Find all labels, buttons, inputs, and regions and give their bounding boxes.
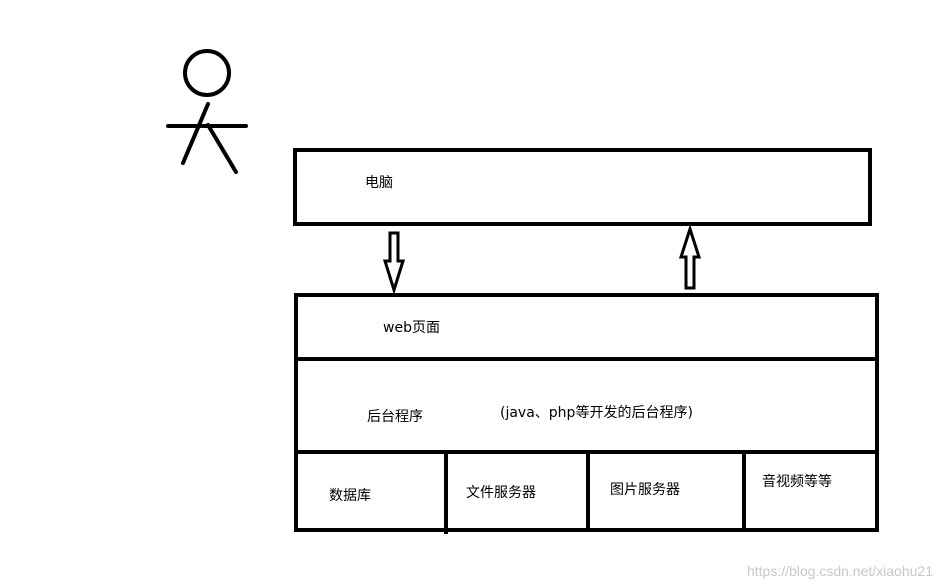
av-etc-label: 音视频等等 [762, 474, 832, 490]
backend-label: 后台程序 [367, 409, 423, 425]
watermark-url: https://blog.csdn.net/xiaohu21 [746, 563, 933, 579]
file-server-label: 文件服务器 [466, 485, 536, 501]
web-page-label: web页面 [383, 320, 440, 336]
backend-note-label: (java、php等开发的后台程序) [500, 405, 693, 421]
arrow-down-icon [382, 231, 406, 296]
arrow-up-icon [678, 224, 702, 290]
computer-box [293, 148, 872, 226]
database-label: 数据库 [329, 488, 371, 504]
computer-label: 电脑 [365, 175, 393, 191]
image-server-label: 图片服务器 [610, 482, 680, 498]
person-icon [166, 49, 248, 174]
